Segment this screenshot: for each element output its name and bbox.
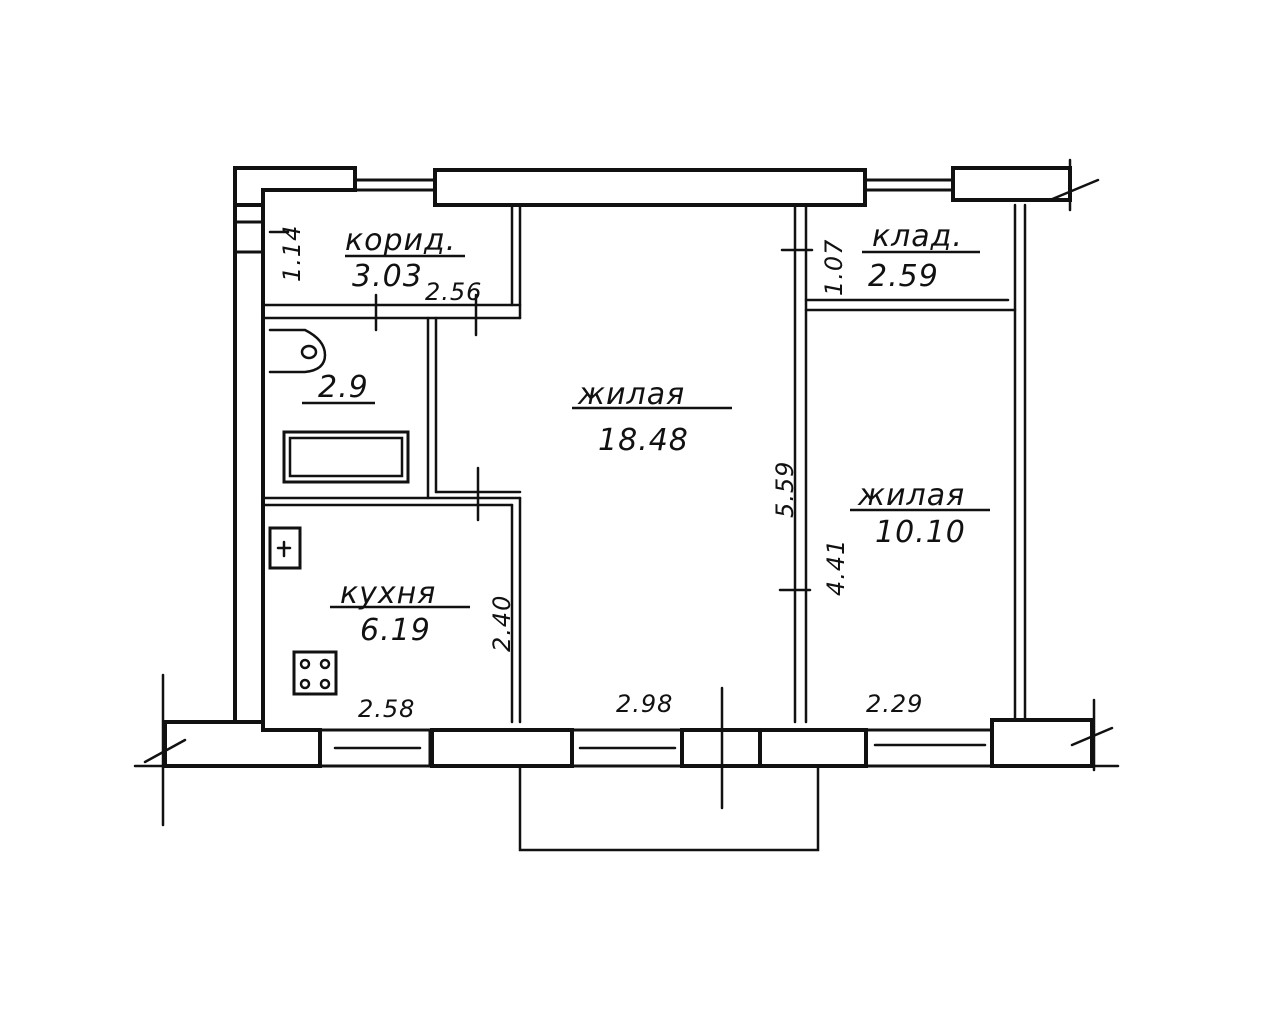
dim-corridor-width: 2.56 xyxy=(425,278,482,306)
bottom-window-2 xyxy=(864,728,994,768)
bottom-wall-seg-2 xyxy=(430,728,574,768)
corridor-area: 3.03 xyxy=(352,259,423,294)
bathtub-icon xyxy=(282,430,410,484)
stove-burner-2 xyxy=(319,658,331,670)
living-main-name: жилая xyxy=(577,377,685,412)
kitchen-area: 6.19 xyxy=(360,613,431,648)
dim-kitchen-height: 2.40 xyxy=(488,595,516,652)
stove-icon xyxy=(292,650,338,696)
living-small-name: жилая xyxy=(857,478,965,513)
living-small-area: 10.10 xyxy=(875,515,966,550)
top-window-1 xyxy=(353,178,437,192)
sink-icon xyxy=(268,526,302,570)
dim-corridor-height: 1.14 xyxy=(278,225,306,282)
dim-kitchen-width: 2.58 xyxy=(358,695,415,723)
dim-storage-height: 1.07 xyxy=(820,239,848,296)
storage-area: 2.59 xyxy=(868,259,939,294)
balcony xyxy=(518,764,820,852)
bathtub-inner xyxy=(288,436,404,478)
living-main-area: 18.48 xyxy=(598,423,689,458)
top-wall-left xyxy=(233,166,357,207)
top-wall-right xyxy=(951,166,1072,202)
left-wall xyxy=(233,203,265,732)
dim-living-main-height: 5.59 xyxy=(771,461,799,518)
dim-living-small-height: 4.41 xyxy=(822,539,850,596)
bottom-wall-seg-4 xyxy=(758,728,868,768)
stove-burner-4 xyxy=(319,678,331,690)
top-window-2 xyxy=(863,178,957,192)
stove-burner-3 xyxy=(299,678,311,690)
bathroom-area: 2.9 xyxy=(318,370,369,405)
corridor-name: корид. xyxy=(345,223,456,258)
left-window xyxy=(233,220,265,254)
dim-living-main-width: 2.98 xyxy=(616,690,673,718)
break-mark-left xyxy=(143,738,187,764)
bottom-wall-left xyxy=(163,720,322,768)
break-mark-top xyxy=(1048,178,1100,202)
toilet-icon xyxy=(268,328,327,374)
storage-name: клад. xyxy=(872,219,963,254)
kitchen-name: кухня xyxy=(340,576,436,611)
toilet-bowl xyxy=(300,344,318,360)
dim-living-small-width: 2.29 xyxy=(866,690,923,718)
top-wall-mid xyxy=(433,168,867,207)
break-mark-right xyxy=(1070,726,1114,747)
stove-burner-1 xyxy=(299,658,311,670)
